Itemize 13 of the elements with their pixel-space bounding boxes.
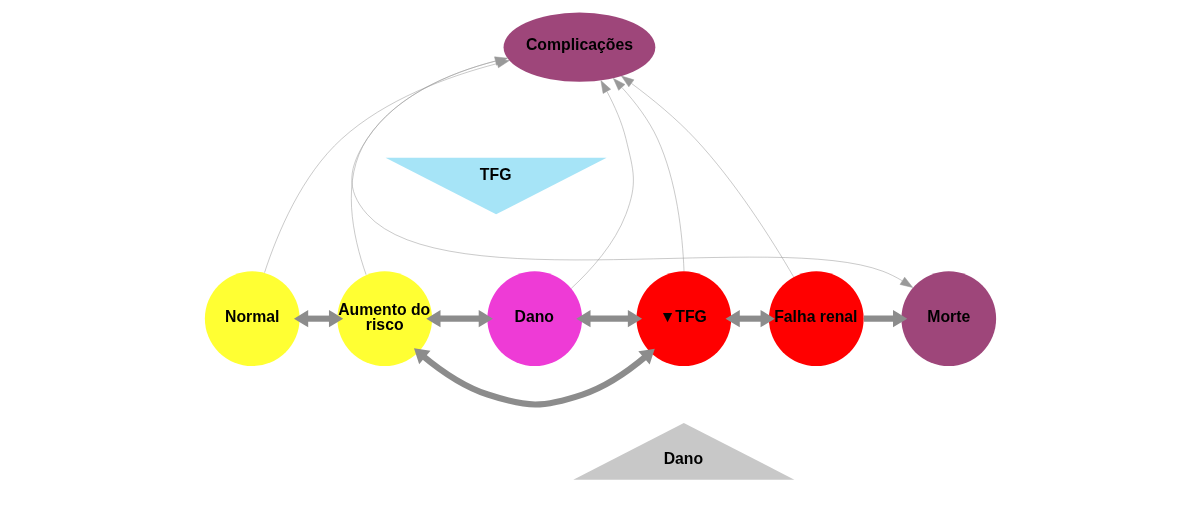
arrow — [725, 309, 775, 327]
arrow — [414, 347, 655, 407]
arrow — [426, 309, 493, 327]
arrow — [863, 309, 908, 327]
node-ellipse: Complicações — [503, 12, 656, 82]
node-circle: Falha renal — [768, 270, 864, 366]
arrow — [576, 309, 643, 327]
arrow — [613, 77, 685, 271]
node-circle: Dano — [487, 270, 583, 366]
arrow — [293, 309, 344, 327]
node-circle: Normal — [204, 270, 300, 366]
arrow — [571, 79, 634, 289]
arrow — [621, 75, 794, 277]
